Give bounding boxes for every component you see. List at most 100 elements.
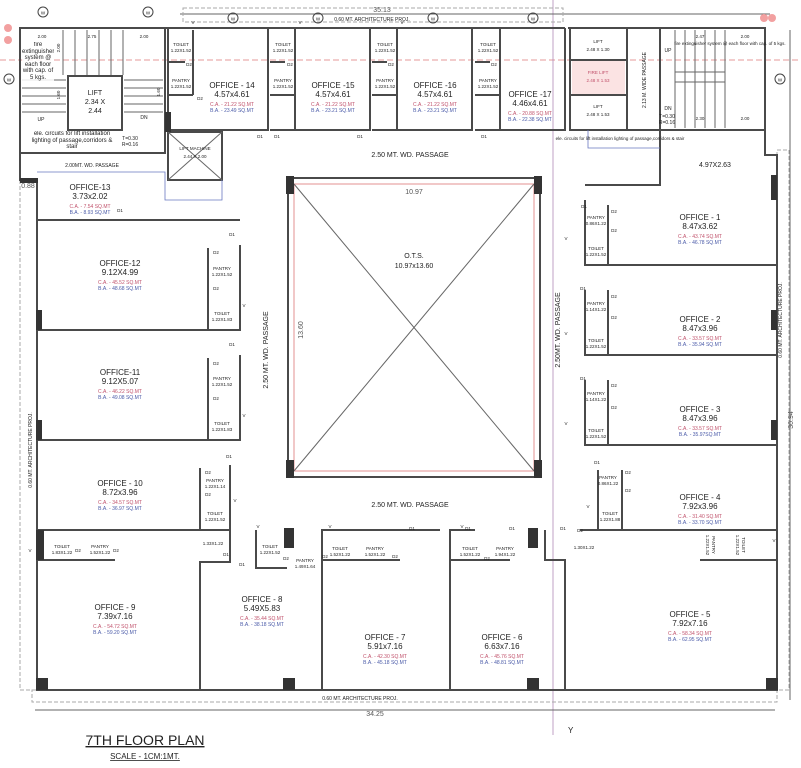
door-label-d1: D1	[239, 562, 245, 567]
fixture-size: 1.22X1.52	[260, 550, 281, 555]
fixture-label: PANTRY	[206, 478, 224, 483]
built-area: B.A. - 23.21 SQ.MT	[413, 108, 457, 114]
window-marker-icon	[427, 12, 439, 24]
stair-dim-right: 2.30	[696, 116, 705, 121]
fixture-size: 1.22X1.52	[375, 84, 396, 89]
vent-label: V	[564, 331, 567, 336]
office-name: OFFICE - 3	[680, 405, 721, 414]
office-size: 7.92x3.96	[682, 502, 718, 511]
office-13: OFFICE-133.73x2.02C.A. - 7.54 SQ.MTB.A. …	[69, 183, 111, 216]
fixture-size: 1.22X1.52	[478, 48, 499, 53]
passage-label-lift-lobby: 2.13 M. WIDE PASSAGE	[642, 51, 648, 108]
door-label-d2: D2	[213, 250, 219, 255]
circuit-note-right: ele. circuits for lift installation ligh…	[556, 136, 685, 141]
vent-label: V	[564, 236, 567, 241]
fixture-size: 1.22X1.52	[375, 48, 396, 53]
office-10: OFFICE - 108.72x3.96C.A. - 34.57 SQ.MTB.…	[97, 479, 143, 512]
built-area: B.A. - 33.70 SQ.MT	[678, 520, 722, 526]
carpet-area: C.A. - 31.40 SQ.MT	[678, 514, 722, 520]
door-label-d1: D1	[257, 134, 263, 139]
office-size: 3.73x2.02	[72, 192, 108, 201]
projection-label-bottom: 0.60 MT. ARCHITECTURE PROJ.	[322, 696, 398, 702]
window-marker-label: W	[7, 78, 12, 83]
built-area: B.A. - 35.97SQ.MT	[679, 432, 721, 438]
fixture-label: TOILET	[207, 511, 223, 516]
door-label-d1: D1	[274, 134, 280, 139]
offices: OFFICE - 144.57x4.61C.A. - 21.22 SQ.MTB.…	[69, 81, 722, 666]
lift-2-size: 2.48 X 1.53	[586, 112, 610, 117]
office-5: OFFICE - 57.92x7.16C.A. - 58.34 SQ.MTB.A…	[668, 610, 712, 643]
ots-height-dim: 13.60	[298, 321, 305, 339]
passage-label-bottom: 2.50 MT. WD. PASSAGE	[371, 502, 449, 509]
door-label-d1: D1	[481, 134, 487, 139]
fixture-size: 1.22X1.52	[273, 84, 294, 89]
door-label-d2: D2	[491, 62, 497, 67]
office-name: OFFICE - 2	[680, 315, 721, 324]
door-label-d1: D1	[509, 526, 515, 531]
tread-label: T=0.30	[122, 136, 138, 142]
fixture-label: PANTRY	[599, 475, 617, 480]
built-area: B.A. - 38.18 SQ.MT	[240, 622, 284, 628]
window-marker-label: W	[316, 17, 321, 22]
misc-size: 1.33X1.22	[203, 541, 224, 546]
office-6: OFFICE - 66.63x7.16C.A. - 45.76 SQ.MTB.A…	[480, 633, 524, 666]
carpet-area: C.A. - 21.22 SQ.MT	[413, 102, 457, 108]
stair-up-label-right: UP	[665, 48, 673, 54]
carpet-area: C.A. - 54.72 SQ.MT	[93, 624, 137, 630]
fixture-label: TOILET	[275, 42, 291, 47]
door-label-d2: D2	[611, 209, 617, 214]
carpet-area: C.A. - 33.57 SQ.MT	[678, 426, 722, 432]
fixture-label: PANTRY	[366, 546, 384, 551]
office-name: OFFICE - 8	[242, 595, 283, 604]
office-size: 7.39x7.16	[97, 612, 133, 621]
fixture-label: PANTRY	[496, 546, 514, 551]
fixture-size: 1.83X1.22	[52, 550, 73, 555]
office-name: OFFICE - 1	[680, 213, 721, 222]
fixture-size: 1.22X1.52	[705, 535, 710, 556]
office-size: 5.49X5.83	[244, 604, 281, 613]
dimension-right: 30.94	[788, 411, 795, 429]
office-name: OFFICE - 14	[209, 81, 255, 90]
plan-scale: SCALE - 1CM:1MT.	[110, 752, 180, 761]
columns	[20, 112, 778, 690]
built-area: B.A. - 23.49 SQ.MT	[210, 108, 254, 114]
door-label-d1: D1	[409, 526, 415, 531]
door-label-d2: D2	[287, 62, 293, 67]
projection-top	[182, 7, 564, 23]
fixture-label: PANTRY	[213, 266, 231, 271]
door-label-d2: D2	[197, 96, 203, 101]
office-size: 4.46x4.61	[512, 99, 548, 108]
door-label-d1: D1	[229, 232, 235, 237]
misc-size: 1.30X1.22	[574, 545, 595, 550]
dimension-top: 35.13	[373, 7, 391, 14]
office-9: OFFICE - 97.39x7.16C.A. - 54.72 SQ.MTB.A…	[93, 603, 137, 636]
office-size: 9.12X5.07	[102, 377, 139, 386]
door-label-d1: D1	[580, 286, 586, 291]
carpet-area: C.A. - 33.57 SQ.MT	[678, 336, 722, 342]
fixture-size: 1.22X1.52	[212, 272, 233, 277]
lift-1-size: 2.48 X 1.30	[586, 47, 610, 52]
door-label-d2: D2	[611, 294, 617, 299]
ots-void	[286, 176, 542, 478]
office-12: OFFICE-129.12X4.99C.A. - 45.52 SQ.MTB.A.…	[98, 259, 142, 292]
built-area: B.A. - 36.97 SQ.MT	[98, 506, 142, 512]
door-label-d2: D2	[611, 405, 617, 410]
window-marker-label: W	[41, 11, 46, 16]
office-7: OFFICE - 75.91x7.16C.A. - 42.30 SQ.MTB.A…	[363, 633, 407, 666]
fixture-size: 1.14X1.22	[586, 307, 607, 312]
vent-label: V	[191, 20, 194, 25]
passage-label-left: 2.50 MT. WD. PASSAGE	[263, 311, 270, 389]
door-label-d1: D1	[229, 342, 235, 347]
